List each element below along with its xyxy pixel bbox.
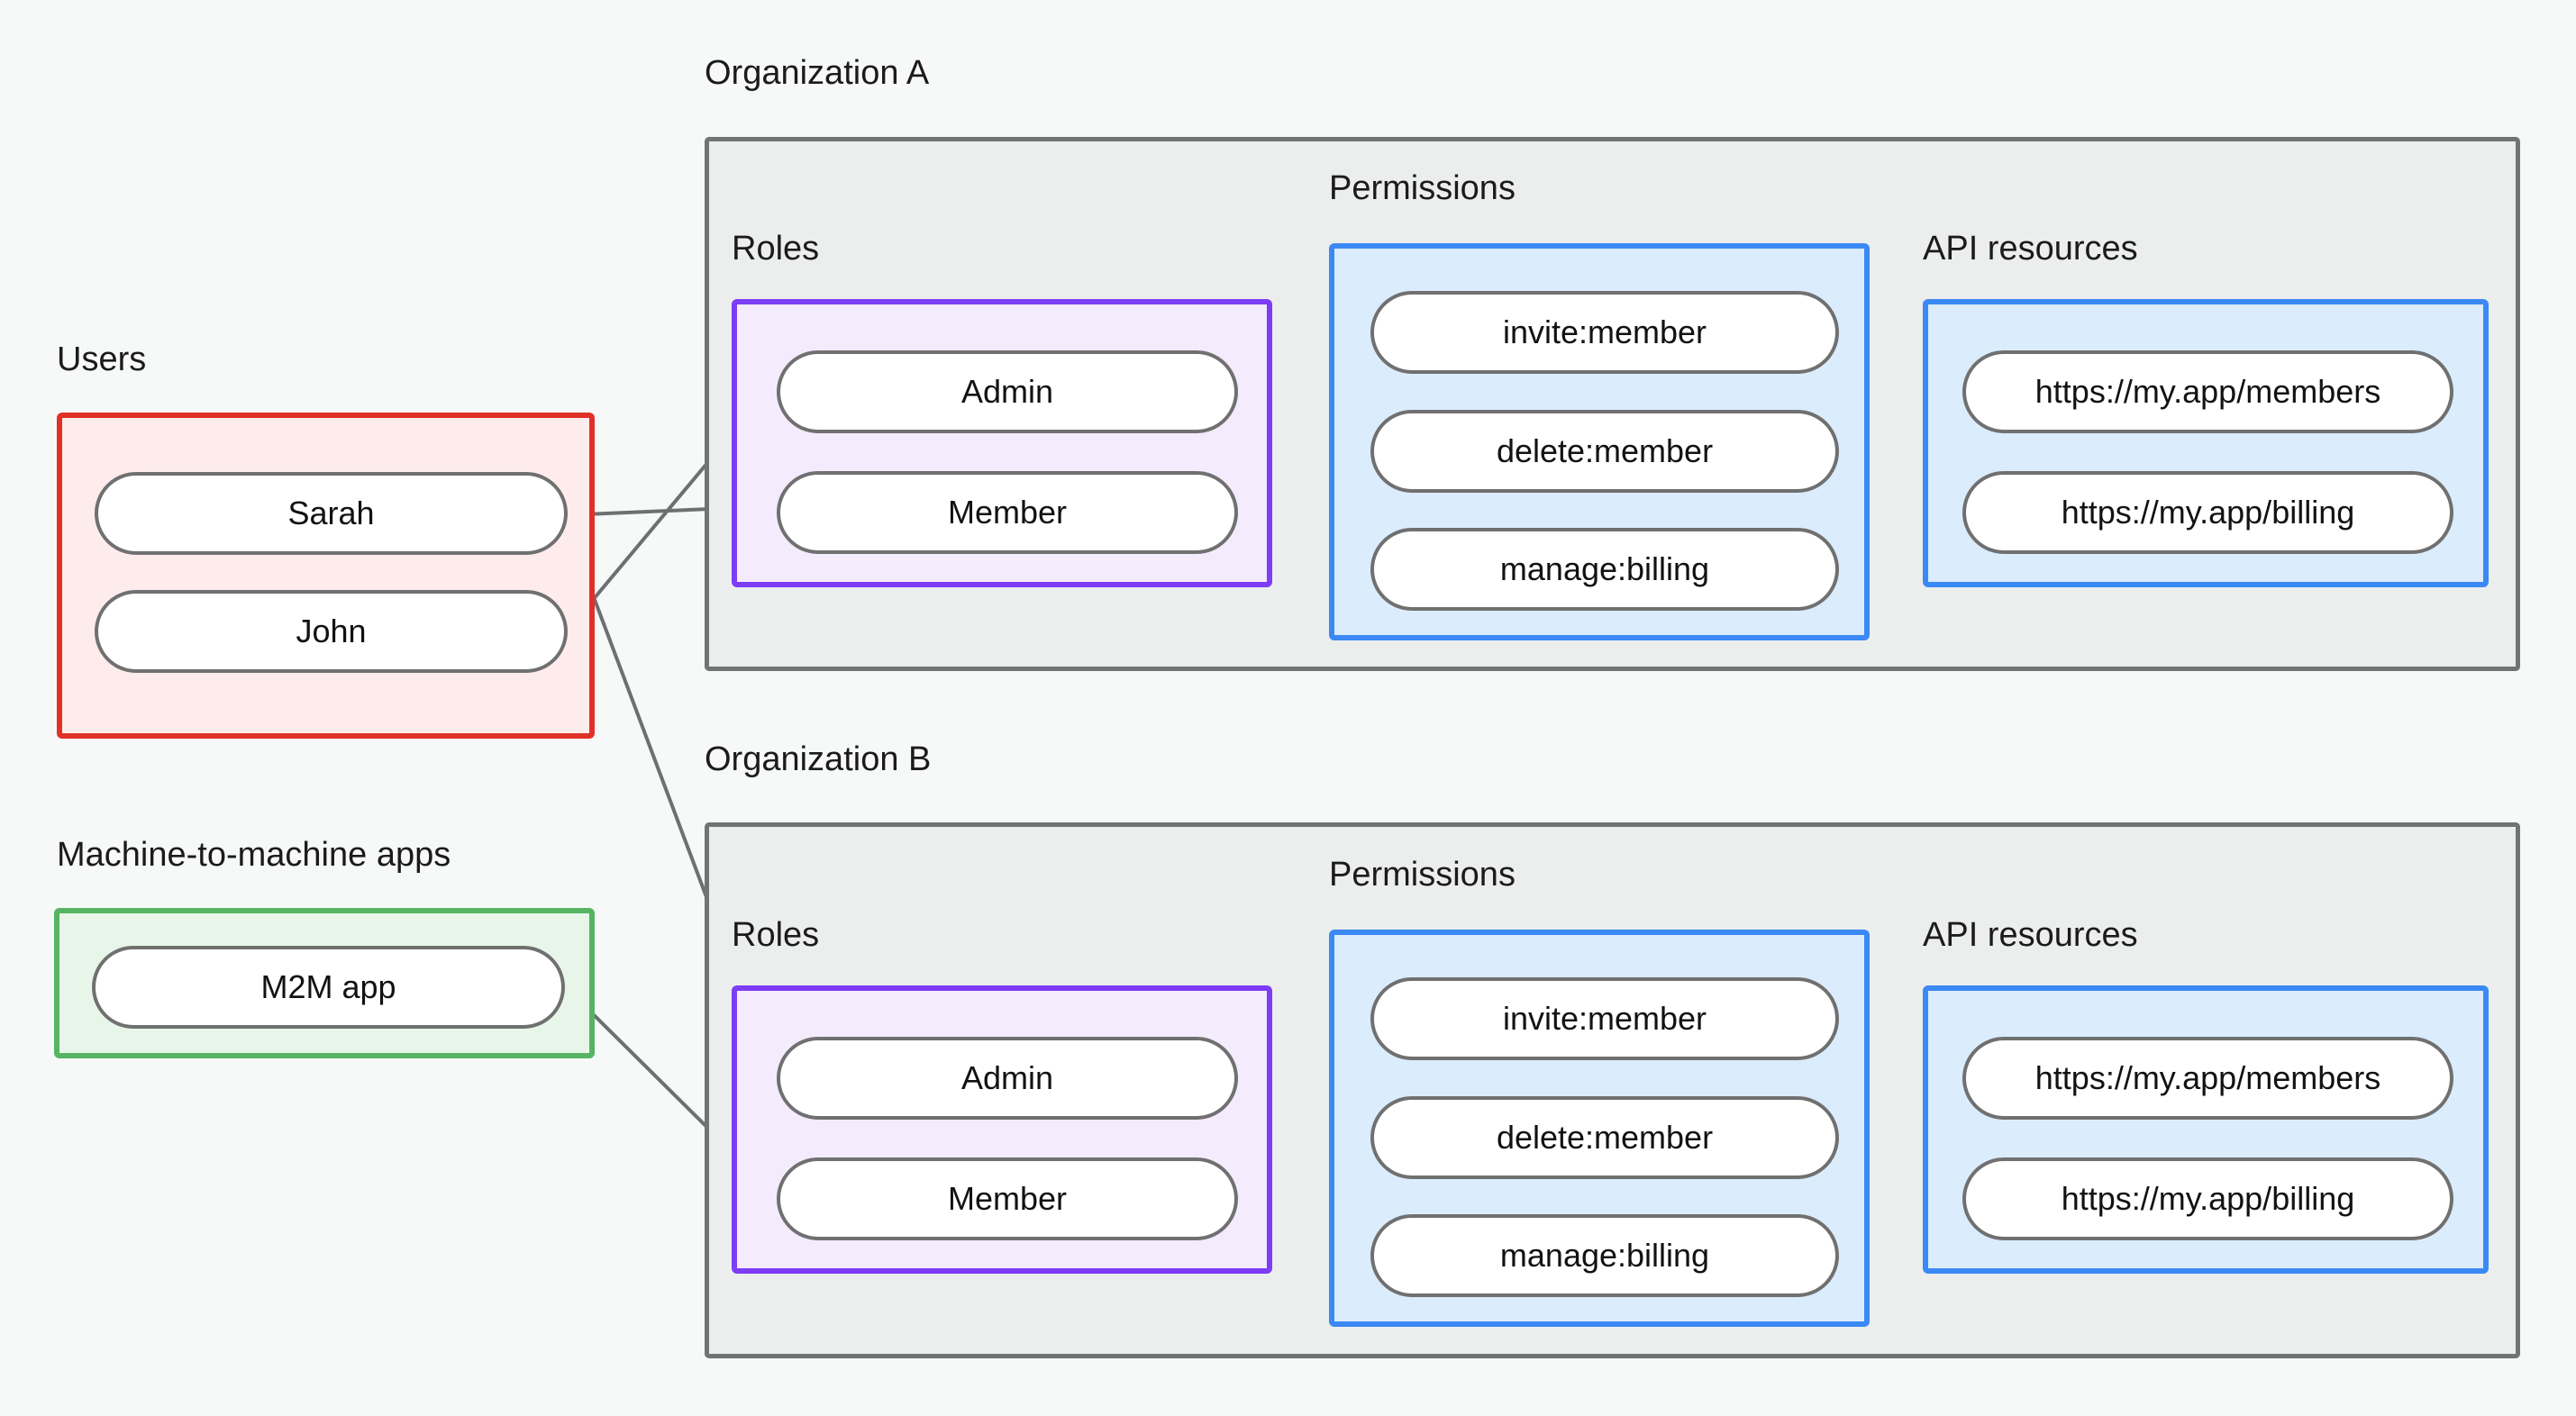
org-a-roles-panel: Admin Member xyxy=(732,299,1272,587)
org-b-permission-invite-member[interactable]: invite:member xyxy=(1370,977,1839,1060)
org-a-permission-invite-member[interactable]: invite:member xyxy=(1370,291,1839,374)
m2m-group-label: Machine-to-machine apps xyxy=(57,836,451,874)
org-b-permission-delete-member[interactable]: delete:member xyxy=(1370,1096,1839,1179)
org-b-permissions-panel: invite:member delete:member manage:billi… xyxy=(1329,930,1870,1327)
users-group-label: Users xyxy=(57,340,147,378)
org-b-api-resources-label: API resources xyxy=(1923,916,2138,954)
org-a-permission-manage-billing[interactable]: manage:billing xyxy=(1370,528,1839,611)
org-b-permission-manage-billing[interactable]: manage:billing xyxy=(1370,1214,1839,1297)
organization-b-title: Organization B xyxy=(705,740,932,778)
org-a-api-resource-billing[interactable]: https://my.app/billing xyxy=(1962,471,2453,554)
m2m-panel: M2M app xyxy=(54,908,595,1058)
org-b-api-resources-panel: https://my.app/members https://my.app/bi… xyxy=(1923,985,2489,1274)
org-a-permission-delete-member[interactable]: delete:member xyxy=(1370,410,1839,493)
org-a-api-resources-panel: https://my.app/members https://my.app/bi… xyxy=(1923,299,2489,587)
org-b-roles-panel: Admin Member xyxy=(732,985,1272,1274)
org-a-permissions-panel: invite:member delete:member manage:billi… xyxy=(1329,243,1870,640)
user-node-john[interactable]: John xyxy=(95,590,568,673)
users-panel: Sarah John xyxy=(57,413,595,739)
m2m-node-app[interactable]: M2M app xyxy=(92,946,565,1029)
org-b-role-member[interactable]: Member xyxy=(777,1157,1238,1240)
org-a-permissions-label: Permissions xyxy=(1329,169,1516,207)
org-a-api-resource-members[interactable]: https://my.app/members xyxy=(1962,350,2453,433)
org-a-roles-label: Roles xyxy=(732,230,820,268)
org-b-role-admin[interactable]: Admin xyxy=(777,1037,1238,1120)
org-a-role-member[interactable]: Member xyxy=(777,471,1238,554)
organization-a-title: Organization A xyxy=(705,54,930,92)
org-b-permissions-label: Permissions xyxy=(1329,856,1516,894)
org-b-roles-label: Roles xyxy=(732,916,820,954)
org-b-api-resource-billing[interactable]: https://my.app/billing xyxy=(1962,1157,2453,1240)
org-a-role-admin[interactable]: Admin xyxy=(777,350,1238,433)
org-b-api-resource-members[interactable]: https://my.app/members xyxy=(1962,1037,2453,1120)
org-a-api-resources-label: API resources xyxy=(1923,230,2138,268)
user-node-sarah[interactable]: Sarah xyxy=(95,472,568,555)
